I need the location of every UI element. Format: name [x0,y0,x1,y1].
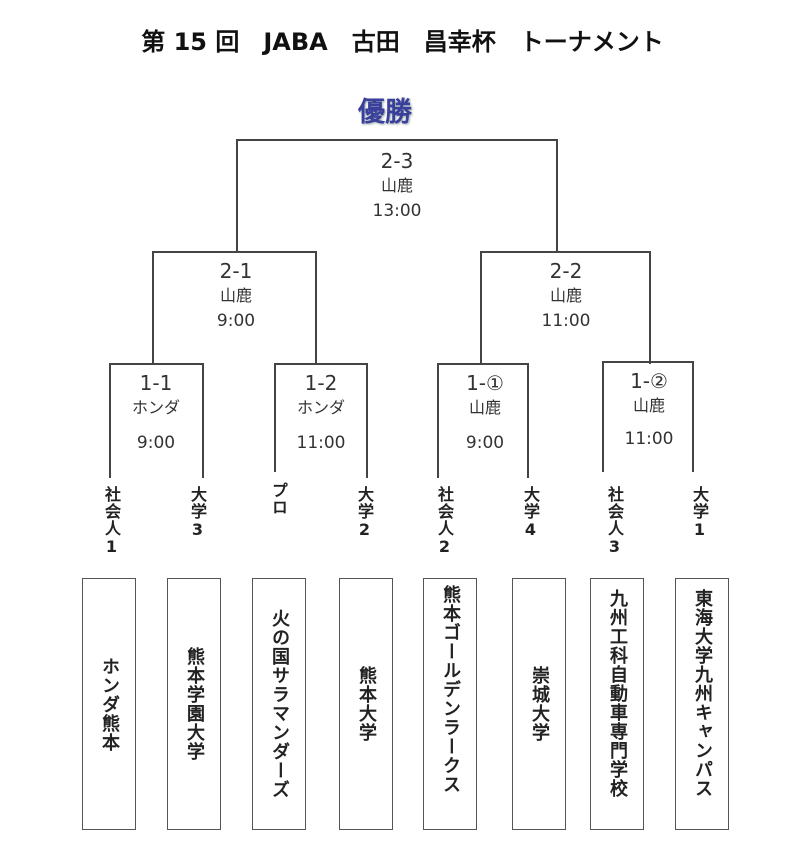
match-time: 9:00 [136,433,176,453]
match-code: 1-① [466,371,504,395]
champion-label: 優勝 [358,97,412,128]
seed-label: 大学3 [188,486,207,540]
match-time: 11:00 [541,311,591,331]
match-venue: 山鹿 [380,176,413,195]
r1c-bracket [437,363,529,478]
team-box: 崇城大学 [512,578,566,830]
match-code: 2-2 [549,259,583,283]
team-box: 火の国サラマンダーズ [252,578,306,830]
match-code: 1-② [630,369,668,393]
match-venue: 山鹿 [219,286,252,305]
team-box: 熊本大学 [339,578,393,830]
team-box: 熊本ゴールデンラークス [423,578,477,830]
match-time: 11:00 [296,433,346,453]
match-time: 11:00 [624,429,674,449]
seed-label: 社会人2 [435,486,454,557]
seed-label: 社会人3 [605,486,624,557]
r1a-bracket [109,363,204,478]
match-r1b: 1-2 ホンダ 11:00 [297,370,346,456]
match-venue: 山鹿 [468,398,501,417]
page-title: 第 15 回 JABA 古田 昌幸杯 トーナメント [141,28,664,56]
seed-label: 大学1 [690,486,709,540]
seed-label: 大学4 [521,486,540,540]
match-code: 1-2 [304,371,338,395]
team-box: ホンダ熊本 [82,578,136,830]
team-name: 火の国サラマンダーズ [269,609,290,799]
match-time: 9:00 [465,433,505,453]
team-name: 熊本ゴールデンラークス [440,585,461,794]
match-venue: 山鹿 [549,286,582,305]
team-box: 熊本学園大学 [167,578,221,830]
match-code: 2-3 [380,149,414,173]
team-name: ホンダ熊本 [99,656,120,752]
match-r1a: 1-1 ホンダ 9:00 [132,370,180,456]
match-r1d: 1-② 山鹿 11:00 [625,368,674,452]
team-name: 崇城大学 [529,666,550,742]
seed-label: 社会人1 [102,486,121,557]
match-final: 2-3 山鹿 13:00 [373,148,422,224]
team-name: 東海大学九州キャンパス [692,589,713,798]
match-code: 1-1 [139,371,173,395]
seed-label: 大学2 [355,486,374,540]
team-box: 東海大学九州キャンパス [675,578,729,830]
team-box: 九州工科自動車専門学校 [590,578,644,830]
semi2-bracket [480,251,651,364]
final-bracket [236,139,558,252]
match-r1c: 1-① 山鹿 9:00 [466,370,504,456]
match-time: 9:00 [216,311,256,331]
semi1-bracket [152,251,317,364]
team-name: 熊本大学 [356,666,377,742]
match-venue: ホンダ [131,398,181,417]
match-time: 13:00 [372,201,422,221]
match-semi2: 2-2 山鹿 11:00 [542,258,591,334]
seed-label: プロ [269,482,288,516]
match-venue: 山鹿 [632,396,665,415]
r1b-bracket [274,363,368,478]
match-code: 2-1 [219,259,253,283]
team-name: 九州工科自動車専門学校 [607,589,628,798]
team-name: 熊本学園大学 [184,647,205,761]
match-semi1: 2-1 山鹿 9:00 [217,258,255,334]
match-venue: ホンダ [296,398,345,417]
r1d-bracket [602,361,694,472]
